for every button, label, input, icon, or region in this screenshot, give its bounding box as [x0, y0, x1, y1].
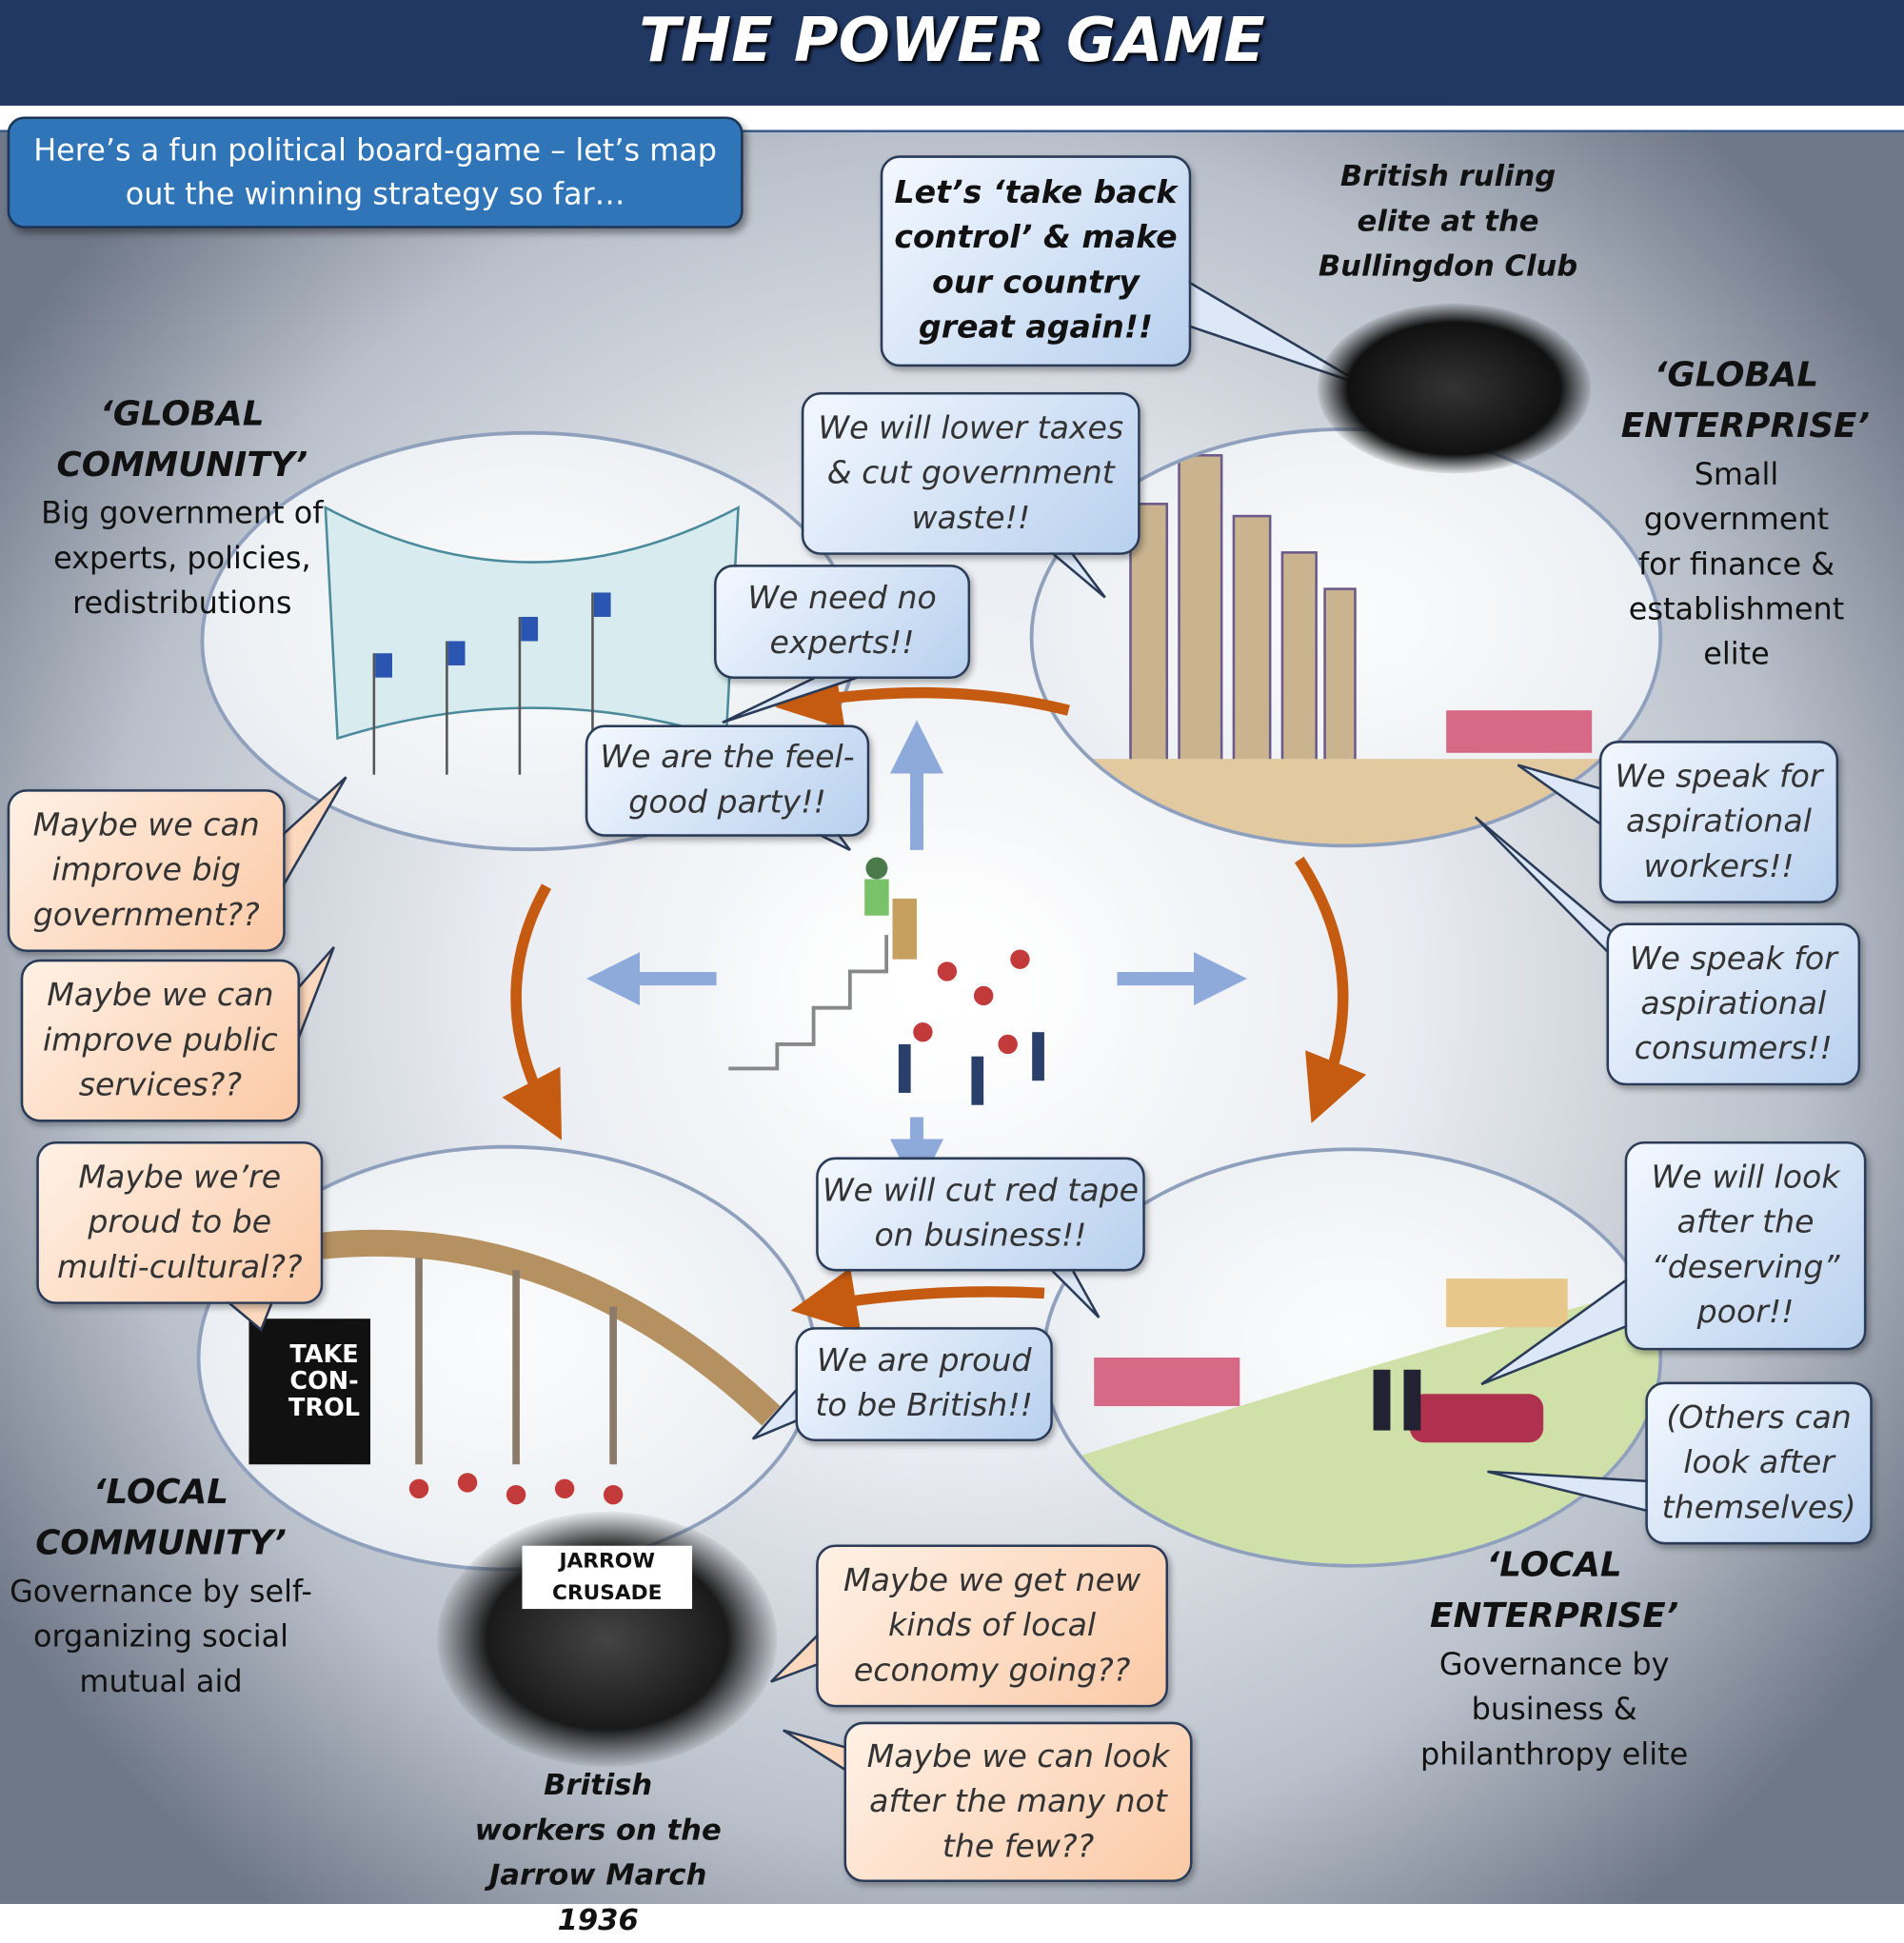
bubble-proud-british: We are proud to be British!! — [795, 1327, 1053, 1442]
label-title: ‘GLOBAL COMMUNITY’ — [56, 393, 308, 485]
jarrow-march-photo: JARROW CRUSADE — [437, 1512, 778, 1767]
arrow-global-to-local-left — [502, 883, 563, 1140]
bubble-lower-taxes: We will lower taxes & cut government was… — [801, 391, 1140, 555]
bubble-improve-public-services: Maybe we can improve public services?? — [20, 959, 301, 1122]
global-enterprise-label: ‘GLOBAL ENTERPRISE’ Small government for … — [1620, 349, 1871, 676]
label-title: ‘LOCAL ENTERPRISE’ — [1430, 1544, 1679, 1636]
bubble-take-back-control: Let’s ‘take back control’ & make our cou… — [880, 155, 1192, 367]
intro-box: Here’s a fun political board-game – let’… — [7, 116, 744, 228]
bullingdon-caption: British ruling elite at the Bullingdon C… — [1318, 159, 1578, 284]
bubble-improve-big-government: Maybe we can improve big government?? — [7, 789, 286, 952]
label-title: ‘LOCAL COMMUNITY’ — [35, 1471, 287, 1563]
label-desc: Governance by business & philanthropy el… — [1420, 1646, 1689, 1772]
take-control-sign: TAKE CON-TROL — [288, 1338, 361, 1422]
bubble-multi-cultural: Maybe we’re proud to be multi-cultural?? — [36, 1140, 324, 1304]
local-enterprise-label: ‘LOCAL ENTERPRISE’ Governance by business… — [1409, 1539, 1700, 1776]
bubble-aspirational-workers: We speak for aspirational workers!! — [1598, 741, 1839, 903]
bubble-deserving-poor: We will look after the “deserving” poor!… — [1624, 1140, 1867, 1351]
label-desc: Big government of experts, policies, red… — [41, 495, 324, 621]
page-title: THE POWER GAME — [639, 5, 1265, 76]
label-desc: Governance by self-organizing social mut… — [10, 1574, 312, 1699]
arrow-global-to-local-right — [1294, 856, 1367, 1123]
label-desc: Small government for finance & establish… — [1628, 456, 1845, 672]
bubble-cut-red-tape: We will cut red tape on business!! — [816, 1157, 1145, 1272]
bubble-aspirational-consumers: We speak for aspirational consumers!! — [1606, 922, 1861, 1086]
bubble-others-themselves: (Others can look after themselves) — [1645, 1381, 1873, 1545]
arrow-local-enterprise-to-community — [790, 1267, 1045, 1333]
global-community-label: ‘GLOBAL COMMUNITY’ Big government of expe… — [25, 388, 341, 625]
bubble-feel-good: We are the feel-good party!! — [585, 724, 870, 837]
header-bar — [0, 0, 1904, 106]
flyover-crowd-illustration — [248, 1229, 781, 1505]
bubble-no-experts: We need no experts!! — [713, 565, 971, 680]
jarrow-banner: JARROW CRUSADE — [522, 1545, 693, 1610]
bullingdon-club-photo — [1317, 303, 1591, 474]
jarrow-caption: British workers on the Jarrow March 1936 — [474, 1768, 722, 1937]
bubble-local-economy: Maybe we get new kinds of local economy … — [816, 1544, 1169, 1708]
label-title: ‘GLOBAL ENTERPRISE’ — [1620, 354, 1871, 446]
bubble-many-not-few: Maybe we can look after the many not the… — [843, 1721, 1193, 1883]
local-community-label: ‘LOCAL COMMUNITY’ Governance by self-orga… — [6, 1467, 315, 1704]
